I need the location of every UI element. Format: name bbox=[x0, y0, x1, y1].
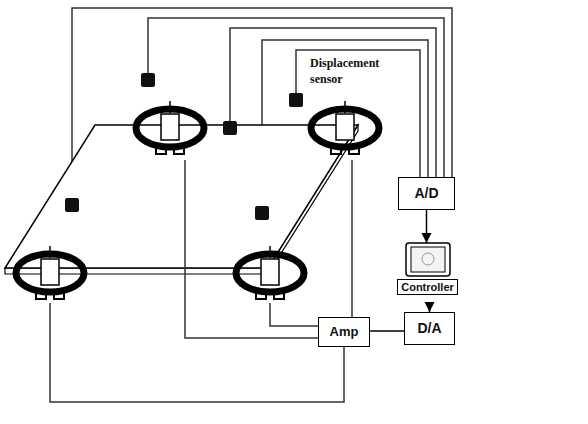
sensor-label: Displacement sensor bbox=[310, 56, 398, 87]
monitor-screen bbox=[411, 247, 445, 272]
controller-unit: Controller bbox=[391, 243, 464, 304]
magnet-wires bbox=[50, 160, 352, 402]
amplifier-box: Amp bbox=[318, 317, 370, 347]
sensor-block bbox=[289, 93, 303, 107]
magnet-wire bbox=[270, 303, 318, 326]
signal-line bbox=[429, 304, 431, 312]
electromagnet bbox=[311, 101, 379, 154]
displacement-sensors bbox=[65, 73, 303, 220]
magnet-wire bbox=[50, 303, 344, 402]
box-label: A/D bbox=[414, 186, 438, 201]
sensor-block bbox=[255, 206, 269, 220]
electromagnet bbox=[136, 101, 204, 154]
box-label: Amp bbox=[330, 325, 359, 339]
controller-label: Controller bbox=[397, 279, 458, 295]
screen-circle bbox=[422, 253, 434, 265]
electromagnet bbox=[16, 246, 84, 299]
converter-box: D/A bbox=[404, 312, 455, 345]
monitor-icon bbox=[406, 243, 450, 276]
magnet-wire bbox=[185, 160, 318, 338]
converter-box: A/D bbox=[398, 177, 455, 210]
sensor-block bbox=[141, 73, 155, 87]
signal-line bbox=[370, 330, 404, 332]
signal-line bbox=[426, 210, 428, 243]
magnet-wire bbox=[351, 160, 353, 317]
box-label: D/A bbox=[417, 321, 441, 336]
monitor-case bbox=[406, 243, 450, 276]
electromagnet bbox=[236, 246, 304, 299]
sensor-block bbox=[65, 198, 79, 212]
sensor-block bbox=[223, 121, 237, 135]
